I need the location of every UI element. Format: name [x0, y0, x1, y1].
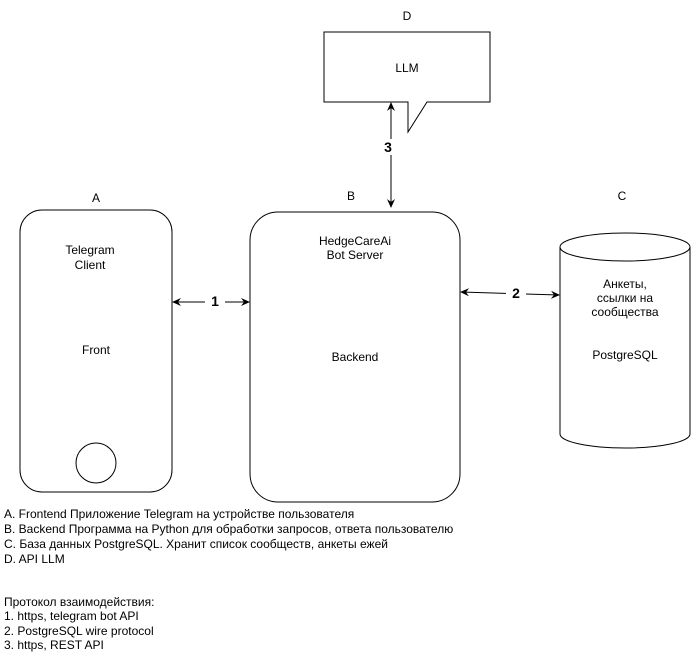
client-title-line1: Telegram	[65, 243, 115, 257]
node-d-letter: D	[402, 9, 412, 23]
database-cylinder-shape	[559, 247, 691, 449]
protocol-item-1: 1. https, telegram bot API	[4, 609, 139, 623]
protocol-item-3: 3. https, REST API	[4, 638, 104, 652]
client-role-label: Front	[81, 343, 110, 357]
db-content-line1: Анкеты,	[603, 277, 647, 291]
legend-item-c: C. База данных PostgreSQL. Хранит список…	[4, 537, 388, 551]
llm-callout-shape	[323, 31, 491, 134]
server-title-line1: HedgeCareAi	[318, 234, 392, 248]
client-phone-shape	[19, 209, 173, 493]
edge-1-label: 1	[205, 293, 225, 309]
protocol-title: Протокол взаимодействия:	[4, 595, 155, 609]
server-title-line2: Bot Server	[326, 248, 384, 262]
server-box-shape	[249, 211, 461, 503]
edge-2-label: 2	[506, 285, 526, 301]
db-engine-label: PostgreSQL	[592, 348, 658, 362]
database-cylinder-top	[559, 232, 691, 262]
legend-item-a: A. Frontend Приложение Telegram на устро…	[4, 507, 355, 521]
legend-item-d: D. API LLM	[4, 552, 65, 566]
server-role-label: Backend	[331, 350, 379, 364]
db-content-line3: сообщества	[591, 305, 659, 319]
node-a-letter: A	[91, 191, 100, 205]
phone-home-button-icon	[75, 442, 117, 484]
protocol-item-2: 2. PostgreSQL wire protocol	[4, 624, 154, 638]
llm-label: LLM	[395, 61, 419, 75]
edge-3-label: 3	[378, 139, 398, 155]
legend-item-b: B. Backend Программа на Python для обраб…	[4, 522, 454, 536]
node-c-letter: C	[617, 189, 627, 203]
db-content-line2: ссылки на	[596, 291, 654, 305]
node-b-letter: B	[346, 189, 355, 203]
client-title-line2: Client	[74, 258, 106, 272]
